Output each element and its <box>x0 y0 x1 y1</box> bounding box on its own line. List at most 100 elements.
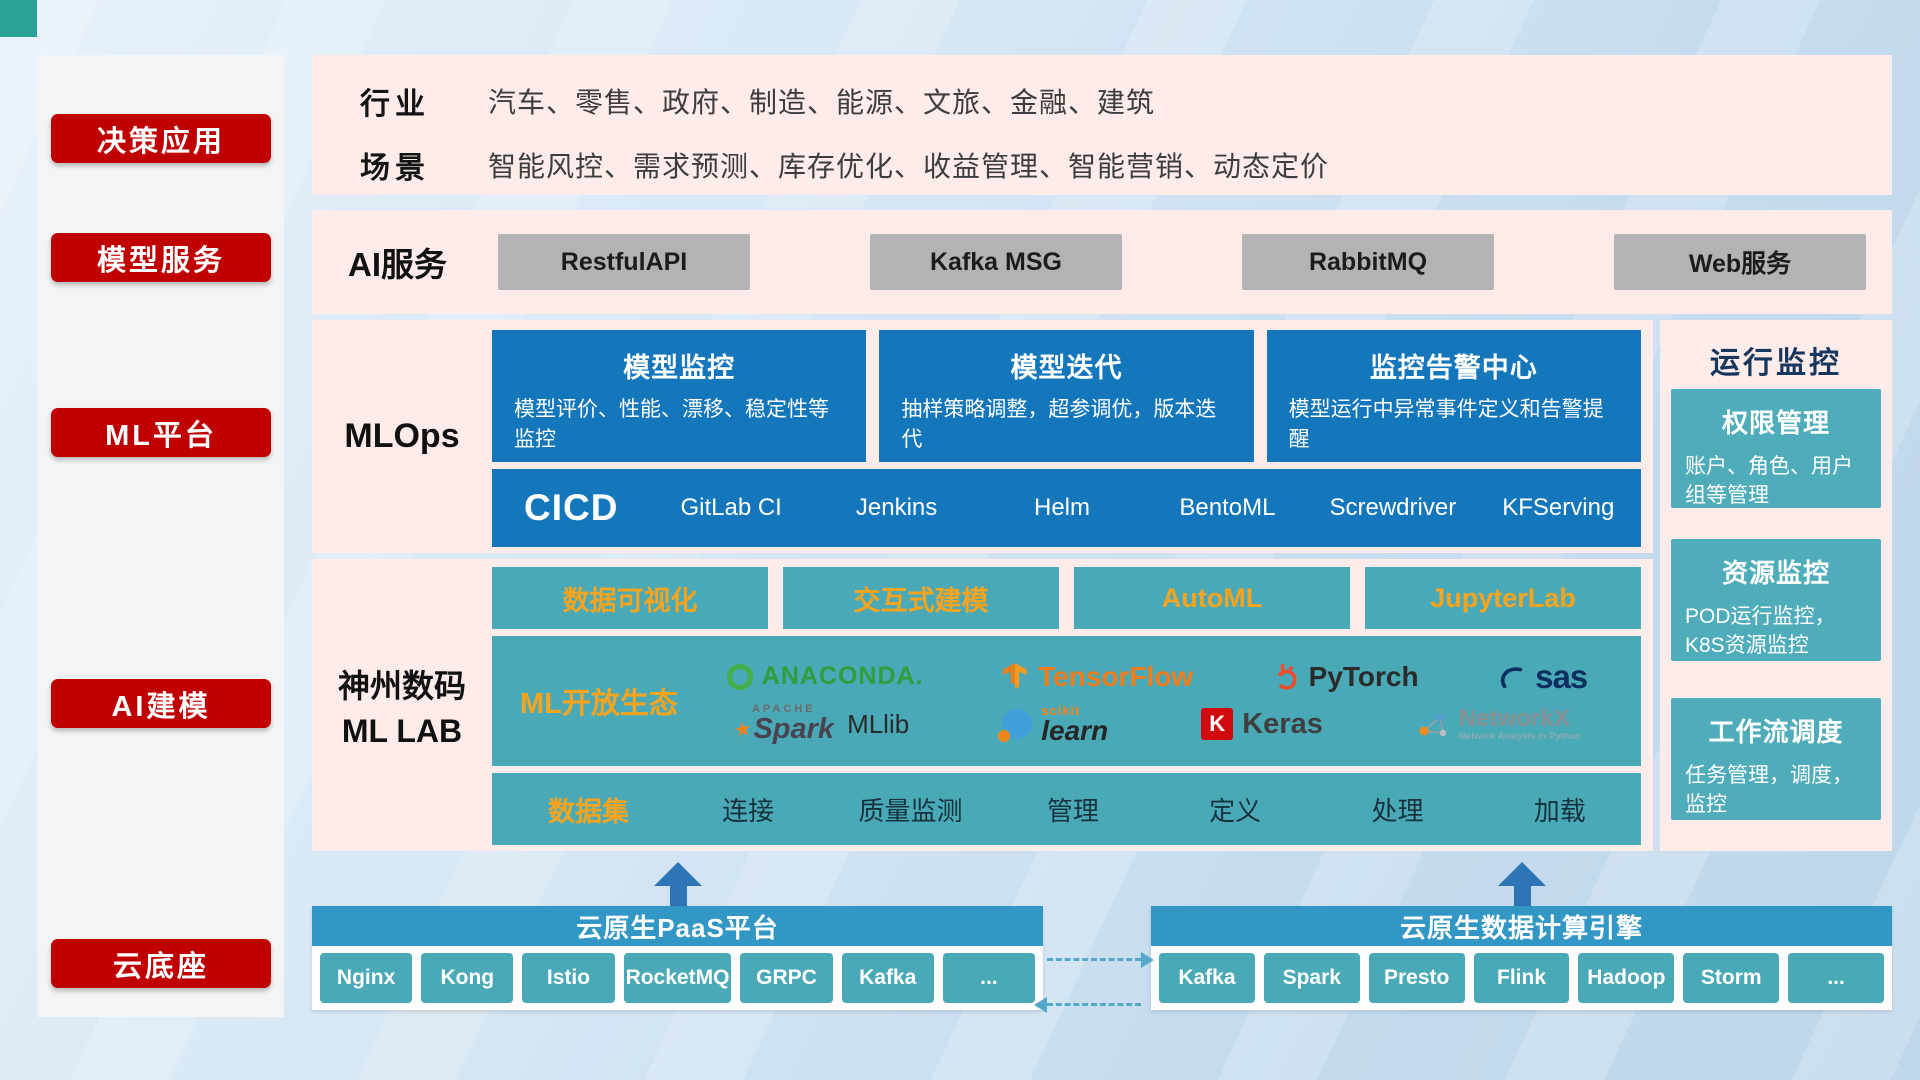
card-resource-monitoring: 资源监控 POD运行监控，K8S资源监控 <box>1671 539 1881 661</box>
dataset-define: 定义 <box>1209 795 1262 826</box>
ecosystem-label: ML开放生态 <box>520 688 678 720</box>
cloud-paas-block: 云原生PaaS平台 Nginx Kong Istio RocketMQ GRPC… <box>312 906 1043 1010</box>
card-permission-management: 权限管理 账户、角色、用户组等管理 <box>1671 389 1881 508</box>
dataset-label: 数据集 <box>548 796 629 827</box>
card-title: 工作流调度 <box>1708 717 1844 747</box>
dashed-arrow-right-icon <box>1047 952 1154 968</box>
mllib-wordmark: MLlib <box>847 708 910 739</box>
anaconda-wordmark: ANACONDA. <box>761 662 924 690</box>
paas-kong: Kong <box>421 953 514 1003</box>
cicd-tool-gitlab-ci: GitLab CI <box>680 493 782 521</box>
dataset-quality-monitor: 质量监测 <box>858 795 963 826</box>
service-restfulapi: RestfulAPI <box>498 234 750 290</box>
card-title: 资源监控 <box>1721 558 1830 588</box>
engine-storm: Storm <box>1683 953 1780 1003</box>
tool-data-visualization: 数据可视化 <box>492 567 768 629</box>
paas-istio: Istio <box>522 953 615 1003</box>
scene-label: 场景 <box>360 152 430 185</box>
cicd-bar: CICD GitLab CI Jenkins Helm BentoML Scre… <box>492 468 1641 547</box>
card-title: 权限管理 <box>1721 408 1830 438</box>
cicd-tool-bentoml: BentoML <box>1179 493 1276 521</box>
engine-more: ... <box>1788 953 1885 1003</box>
tool-interactive-modeling: 交互式建模 <box>783 567 1059 629</box>
cloud-data-engine-block: 云原生数据计算引擎 Kafka Spark Presto Flink Hadoo… <box>1151 906 1892 1010</box>
paas-rocketmq: RocketMQ <box>623 953 732 1003</box>
learn-wordmark: learn <box>1041 714 1109 746</box>
ml-lab-panel: 神州数码 ML LAB 数据可视化 交互式建模 AutoML JupyterLa… <box>312 559 1653 851</box>
ml-open-ecosystem-box: ML开放生态 ANACONDA. <box>492 636 1641 766</box>
engine-kafka: Kafka <box>1159 953 1255 1003</box>
tensorflow-wordmark: TensorFlow <box>1038 660 1194 692</box>
ml-lab-label-line1: 神州数码 <box>337 667 466 704</box>
anaconda-icon <box>726 663 753 690</box>
up-arrow-paas <box>654 862 702 906</box>
mlops-cards: 模型监控 模型评价、性能、漂移、稳定性等监控 模型迭代 抽样策略调整，超参调优，… <box>492 330 1641 462</box>
cicd-tool-jenkins: Jenkins <box>855 493 938 521</box>
ecosystem-logo-row-2: APACHE ★ Spark MLlib <box>687 704 1627 745</box>
industry-label: 行业 <box>360 88 430 121</box>
card-alert-center: 监控告警中心 模型运行中异常事件定义和告警提醒 <box>1266 330 1641 462</box>
sas-icon <box>1500 666 1523 688</box>
paas-more: ... <box>942 953 1035 1003</box>
ml-lab-tools: 数据可视化 交互式建模 AutoML JupyterLab <box>492 567 1641 629</box>
card-desc: 任务管理，调度，监控 <box>1685 764 1853 817</box>
dataset-process: 处理 <box>1371 795 1424 826</box>
pytorch-logo: PyTorch <box>1273 661 1419 693</box>
cicd-tool-kfserving: KFServing <box>1502 493 1615 521</box>
engine-hadoop: Hadoop <box>1578 953 1675 1003</box>
card-desc: 账户、角色、用户组等管理 <box>1685 455 1853 508</box>
ai-service-list: RestfulAPI Kafka MSG RabbitMQ Web服务 <box>498 234 1866 290</box>
dataset-connect: 连接 <box>722 795 775 826</box>
ml-lab-label-line2: ML LAB <box>341 712 463 749</box>
rail-item-ai-modeling: AI建模 <box>51 679 271 728</box>
rail-item-ml-platform: ML平台 <box>51 408 271 457</box>
paas-nginx: Nginx <box>320 953 413 1003</box>
card-desc: 抽样策略调整，超参调优，版本迭代 <box>901 398 1217 452</box>
card-desc: POD运行监控，K8S资源监控 <box>1685 605 1836 658</box>
sas-logo: sas <box>1498 657 1588 696</box>
rail-item-decision-application: 决策应用 <box>51 114 271 163</box>
pytorch-icon <box>1276 663 1297 690</box>
service-rabbitmq: RabbitMQ <box>1242 234 1494 290</box>
card-desc: 模型运行中异常事件定义和告警提醒 <box>1288 398 1604 452</box>
engine-presto: Presto <box>1368 953 1465 1003</box>
scikit-caption: scikit <box>1041 702 1081 718</box>
sas-wordmark: sas <box>1535 657 1588 695</box>
card-title: 监控告警中心 <box>1369 353 1538 383</box>
apache-caption: APACHE <box>751 703 816 715</box>
industry-scene-panel: 行业 汽车、零售、政府、制造、能源、文旅、金融、建筑 场景 智能风控、需求预测、… <box>312 55 1892 195</box>
card-workflow-scheduling: 工作流调度 任务管理，调度，监控 <box>1671 698 1881 820</box>
networkx-subtitle: Network Analysis in Python <box>1458 731 1581 742</box>
dataset-bar: 数据集 连接 质量监测 管理 定义 处理 加载 <box>492 773 1641 845</box>
cicd-label: CICD <box>524 486 619 528</box>
networkx-icon <box>1419 713 1447 737</box>
tool-automl: AutoML <box>1074 567 1350 629</box>
keras-wordmark: Keras <box>1242 707 1323 740</box>
card-model-iteration: 模型迭代 抽样策略调整，超参调优，版本迭代 <box>879 330 1254 462</box>
spark-wordmark: Spark <box>753 713 835 745</box>
mlops-panel: MLOps 模型监控 模型评价、性能、漂移、稳定性等监控 模型迭代 抽样策略调整… <box>312 320 1653 553</box>
keras-icon: K <box>1201 708 1234 740</box>
runtime-monitoring-panel: 运行监控 权限管理 账户、角色、用户组等管理 资源监控 POD运行监控，K8S资… <box>1660 320 1892 851</box>
tensorflow-logo: TensorFlow <box>1003 661 1193 693</box>
service-kafka-msg: Kafka MSG <box>870 234 1122 290</box>
rail-item-cloud-base: 云底座 <box>51 939 271 988</box>
paas-kafka: Kafka <box>841 953 934 1003</box>
ai-service-label: AI服务 <box>348 246 447 283</box>
dataset-load: 加载 <box>1533 795 1586 826</box>
scene-list: 智能风控、需求预测、库存优化、收益管理、智能营销、动态定价 <box>488 151 1330 182</box>
runtime-monitoring-title: 运行监控 <box>1710 347 1842 380</box>
corner-accent <box>0 0 37 37</box>
networkx-wordmark: NetworkX <box>1458 704 1570 732</box>
card-model-monitoring: 模型监控 模型评价、性能、漂移、稳定性等监控 <box>492 330 867 462</box>
ai-service-panel: AI服务 RestfulAPI Kafka MSG RabbitMQ Web服务 <box>312 210 1892 314</box>
left-rail: 决策应用 模型服务 ML平台 AI建模 云底座 <box>37 55 284 1017</box>
keras-logo: K Keras <box>1201 708 1323 741</box>
paas-header: 云原生PaaS平台 <box>312 906 1043 946</box>
up-arrow-data-engine <box>1498 862 1546 906</box>
industry-list: 汽车、零售、政府、制造、能源、文旅、金融、建筑 <box>488 87 1156 118</box>
spark-mllib-logo: APACHE ★ Spark MLlib <box>732 703 910 745</box>
paas-items: Nginx Kong Istio RocketMQ GRPC Kafka ... <box>312 946 1043 1010</box>
tensorflow-icon <box>1003 662 1027 689</box>
